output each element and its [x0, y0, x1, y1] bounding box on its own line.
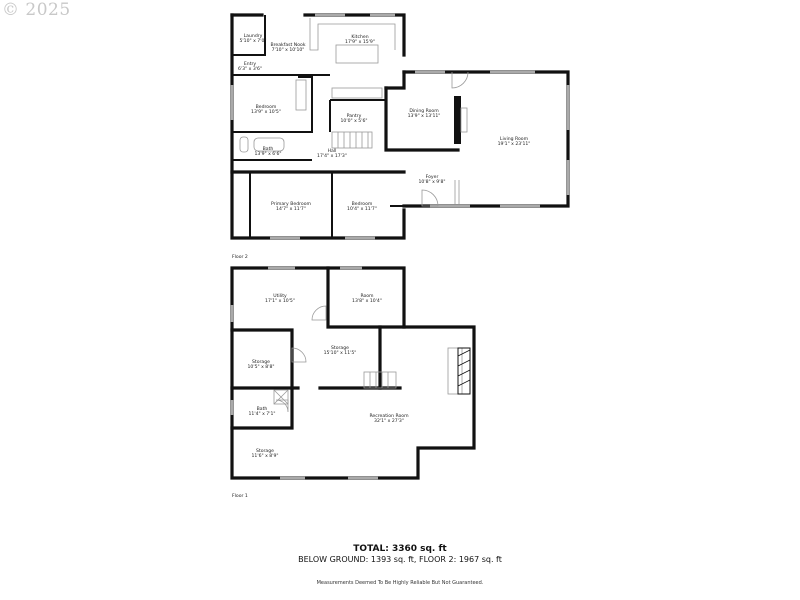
area-breakdown: BELOW GROUND: 1393 sq. ft, FLOOR 2: 1967…	[298, 555, 502, 564]
room-labels: Laundry 5'10" x 7'0" Breakfast Nook 7'10…	[232, 33, 530, 499]
svg-text:5'10" x 7'0": 5'10" x 7'0"	[239, 38, 266, 44]
svg-text:Bedroom: Bedroom	[256, 104, 277, 110]
svg-text:11'4" x 7'1": 11'4" x 7'1"	[248, 411, 275, 417]
svg-text:17'4" x 17'3": 17'4" x 17'3"	[317, 153, 347, 159]
svg-text:13'8" x 10'4": 13'8" x 10'4"	[352, 298, 382, 304]
svg-text:Storage: Storage	[256, 448, 274, 454]
svg-text:Hall: Hall	[328, 148, 337, 154]
svg-text:Utility: Utility	[273, 293, 287, 299]
floor-1-plan	[230, 266, 476, 480]
svg-text:Foyer: Foyer	[426, 174, 439, 180]
svg-text:Dining Room: Dining Room	[409, 108, 439, 114]
svg-text:Bath: Bath	[257, 406, 268, 412]
svg-text:Living Room: Living Room	[500, 136, 529, 142]
copyright-watermark: © 2025	[2, 0, 71, 20]
svg-text:10'8" x 9'8": 10'8" x 9'8"	[418, 179, 445, 185]
room-laundry-name: Laundry	[244, 33, 263, 39]
floor-2-label: Floor 2	[232, 254, 248, 260]
floor-2-plan	[230, 13, 570, 240]
svg-text:Breakfast Nook: Breakfast Nook	[270, 42, 305, 48]
svg-text:Primary Bedroom: Primary Bedroom	[271, 201, 312, 207]
svg-text:32'1" x 27'3": 32'1" x 27'3"	[374, 418, 404, 424]
svg-text:Bath: Bath	[263, 146, 274, 152]
svg-text:Pantry: Pantry	[347, 113, 362, 119]
svg-text:Entry: Entry	[244, 61, 257, 67]
svg-text:13'9" x 10'5": 13'9" x 10'5"	[251, 109, 281, 115]
svg-text:19'1" x 23'11": 19'1" x 23'11"	[498, 141, 531, 147]
svg-text:7'10" x 10'10": 7'10" x 10'10"	[272, 47, 305, 53]
total-area: TOTAL: 3360 sq. ft	[353, 544, 447, 554]
svg-text:11'6" x 8'9": 11'6" x 8'9"	[251, 453, 278, 459]
svg-text:Storage: Storage	[252, 359, 270, 365]
svg-text:Bedroom: Bedroom	[352, 201, 373, 207]
disclaimer: Measurements Deemed To Be Highly Reliabl…	[316, 580, 484, 586]
svg-text:Recreation Room: Recreation Room	[369, 413, 409, 419]
svg-text:10'5" x 8'8": 10'5" x 8'8"	[247, 364, 274, 370]
svg-text:17'1" x 10'5": 17'1" x 10'5"	[265, 298, 295, 304]
svg-text:Kitchen: Kitchen	[351, 34, 368, 40]
svg-text:Room: Room	[360, 293, 374, 299]
svg-text:13'9" x 6'6": 13'9" x 6'6"	[254, 151, 281, 157]
svg-text:6'3" x 3'6": 6'3" x 3'6"	[238, 66, 262, 72]
svg-text:13'9" x 13'11": 13'9" x 13'11"	[408, 113, 441, 119]
svg-text:14'7" x 11'7": 14'7" x 11'7"	[276, 206, 306, 212]
svg-text:15'10" x 11'5": 15'10" x 11'5"	[324, 350, 357, 356]
svg-text:Storage: Storage	[331, 345, 349, 351]
svg-text:10'0" x 5'6": 10'0" x 5'6"	[340, 118, 367, 124]
floor-1-label: Floor 1	[232, 493, 248, 499]
svg-text:17'9" x 15'9": 17'9" x 15'9"	[345, 39, 375, 45]
svg-text:10'4" x 11'7": 10'4" x 11'7"	[347, 206, 377, 212]
